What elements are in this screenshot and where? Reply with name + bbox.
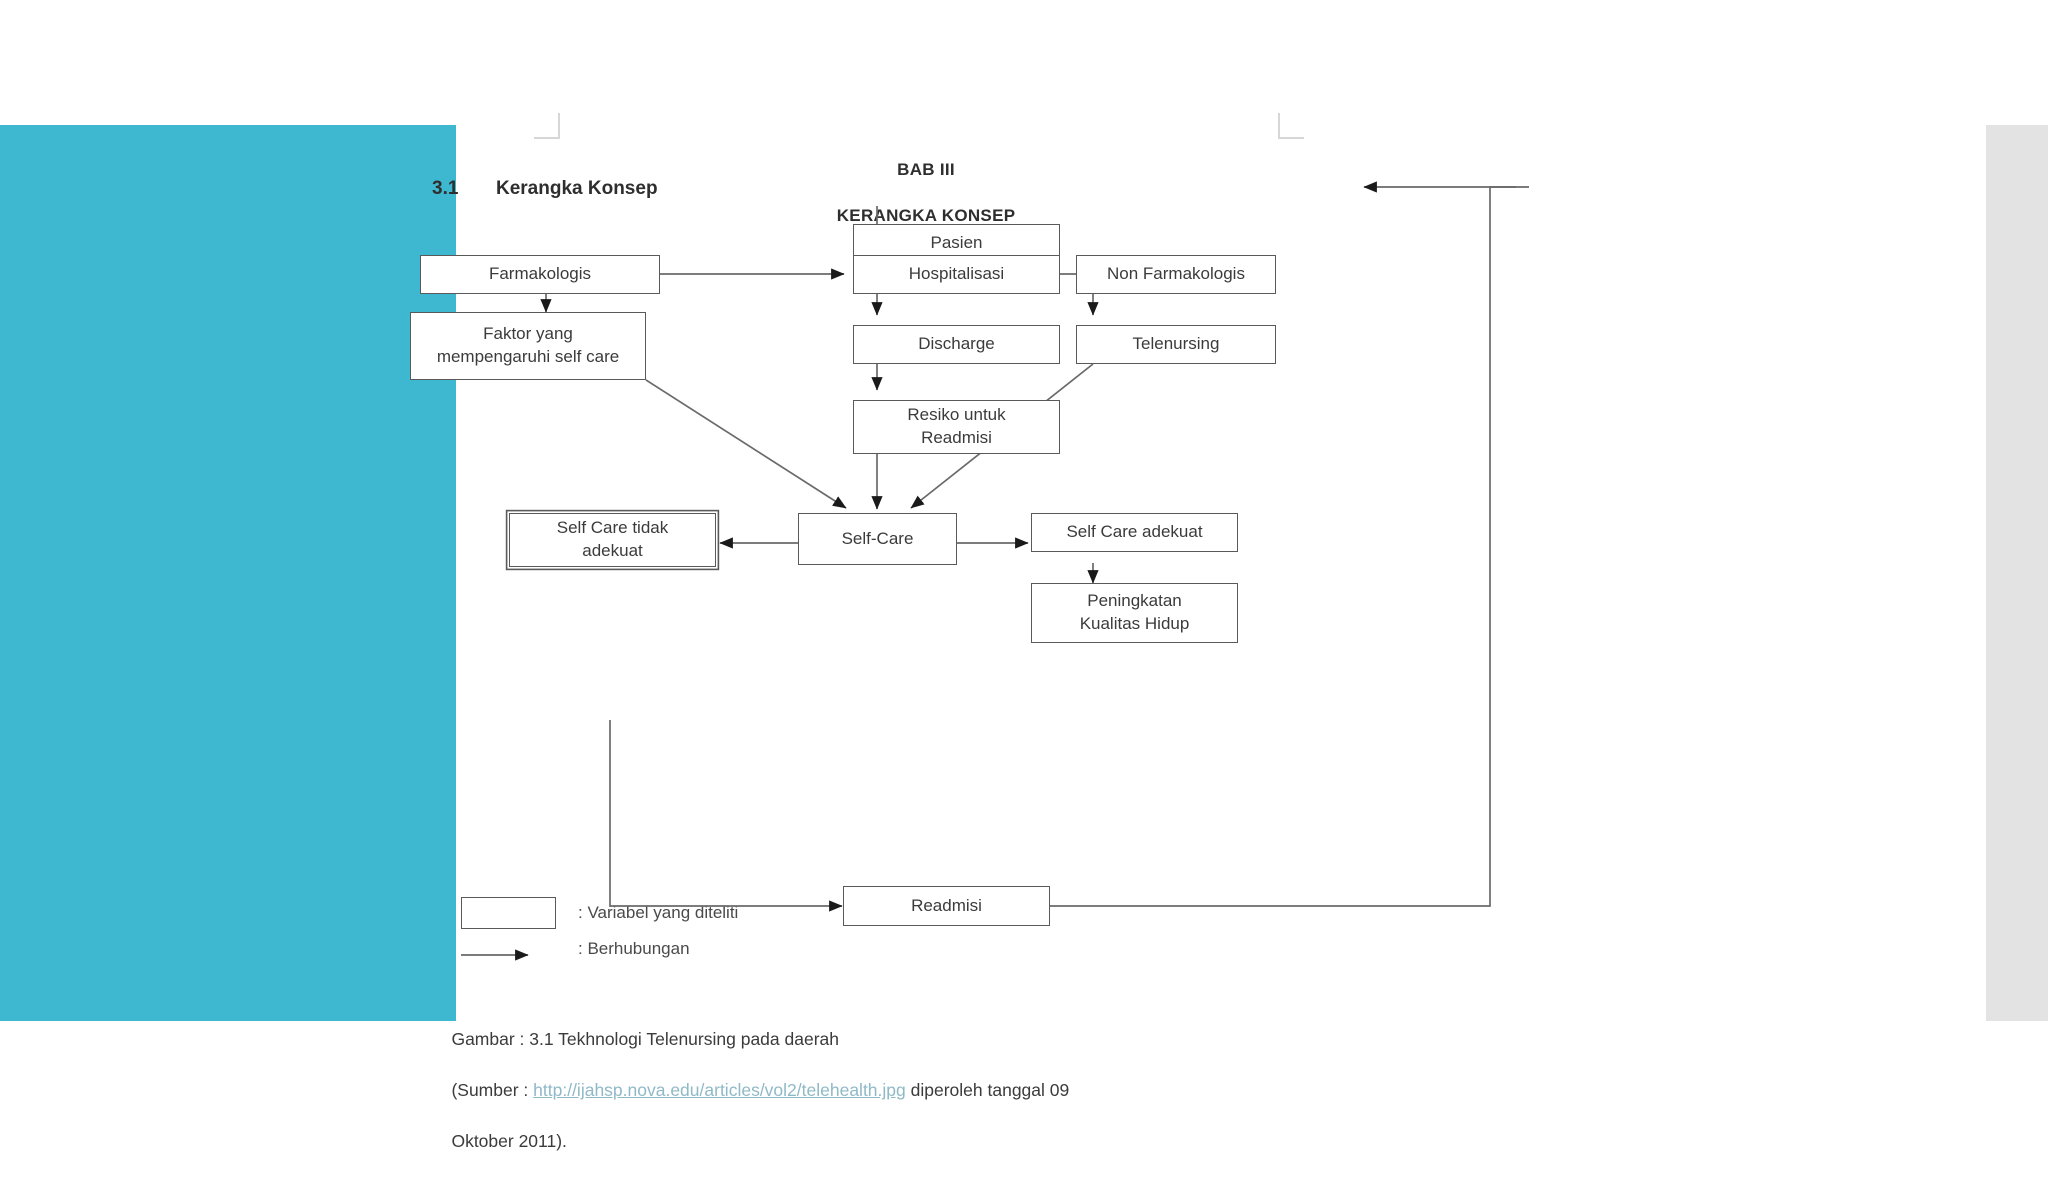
node-self-care[interactable]: Self-Care [798, 513, 957, 565]
node-faktor-self-care[interactable]: Faktor yang mempengaruhi self care [410, 312, 646, 380]
node-hospitalisasi[interactable]: Hospitalisasi [853, 255, 1060, 294]
node-farmakologis[interactable]: Farmakologis [420, 255, 660, 294]
legend-box-label: : Variabel yang diteliti [578, 903, 739, 922]
section-heading: 3.1 Kerangka Konsep [432, 178, 658, 200]
node-resiko-readmisi[interactable]: Resiko untuk Readmisi [853, 400, 1060, 454]
node-readmisi[interactable]: Readmisi [843, 886, 1050, 926]
source-link[interactable]: http://ijahsp.nova.edu/articles/vol2/tel… [533, 1080, 906, 1101]
chapter-number: BAB III [897, 159, 955, 179]
node-peningkatan-kualitas-hidup[interactable]: Peningkatan Kualitas Hidup [1031, 583, 1238, 643]
node-non-farmakologis[interactable]: Non Farmakologis [1076, 255, 1276, 294]
slide-accent-bar-right [1986, 125, 2048, 1021]
chapter-title: KERANGKA KONSEP [836, 205, 1016, 225]
caption-line-3: Oktober 2011). [451, 1130, 567, 1151]
legend-arrow-label: : Berhubungan [578, 939, 690, 958]
node-discharge[interactable]: Discharge [853, 325, 1060, 364]
slide-accent-bar-left [0, 125, 456, 1021]
section-title: Kerangka Konsep [496, 178, 658, 199]
caption-line-1: Gambar : 3.1 Tekhnologi Telenursing pada… [451, 1029, 839, 1050]
node-self-care-tidak-adekuat[interactable]: Self Care tidak adekuat [509, 513, 716, 567]
diagram-connectors [461, 181, 1529, 961]
legend-box-swatch [461, 897, 556, 929]
figure-caption: Gambar : 3.1 Tekhnologi Telenursing pada… [432, 1002, 1192, 1180]
crop-mark-top-left [534, 113, 560, 139]
caption-line-2-suffix: diperoleh tanggal 09 [905, 1080, 1070, 1101]
node-telenursing[interactable]: Telenursing [1076, 325, 1276, 364]
caption-line-2-prefix: (Sumber : [451, 1080, 534, 1101]
node-self-care-adekuat[interactable]: Self Care adekuat [1031, 513, 1238, 552]
crop-mark-top-right [1278, 113, 1304, 139]
concept-framework-diagram: Pasien Farmakologis Hospitalisasi Non Fa… [410, 0, 1986, 1152]
scanned-page: BAB III KERANGKA KONSEP 3.1 Kerangka Kons… [410, 0, 1986, 1152]
section-number: 3.1 [432, 178, 459, 199]
